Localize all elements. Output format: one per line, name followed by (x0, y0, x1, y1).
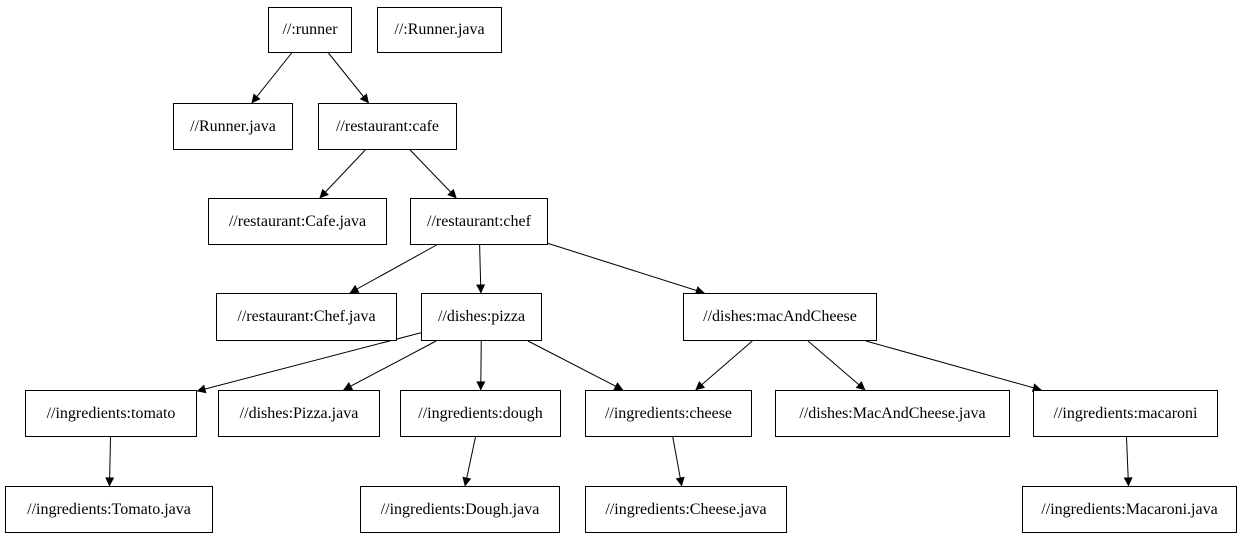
node-root-runner-java: //:Runner.java (377, 7, 502, 53)
node-dough: //ingredients:dough (400, 390, 561, 437)
edge-chef-to-pizza (476, 244, 486, 294)
edge-tomato-to-tomato-java (105, 436, 115, 487)
node-label-macandcheese-java: //dishes:MacAndCheese.java (799, 404, 986, 422)
edge-macandcheese-to-macandcheese-java (807, 340, 866, 391)
node-cafe: //restaurant:cafe (318, 103, 457, 150)
node-label-cafe-java: //restaurant:Cafe.java (228, 212, 367, 230)
edge-pizza-to-dough (476, 340, 486, 391)
edge-dough-to-dough-java (462, 436, 476, 487)
edge-cafe-to-chef (409, 149, 457, 199)
node-label-root-runner-java: //:Runner.java (394, 21, 485, 38)
node-pizza-java: //dishes:Pizza.java (218, 390, 380, 437)
node-label-macandcheese: //dishes:macAndCheese (703, 308, 857, 325)
node-label-cheese-java: //ingredients:Cheese.java (605, 500, 767, 518)
node-macaroni: //ingredients:macaroni (1033, 390, 1218, 437)
node-label-macaroni: //ingredients:macaroni (1053, 404, 1198, 422)
node-label-tomato: //ingredients:tomato (46, 404, 176, 422)
node-label-dough: //ingredients:dough (418, 404, 543, 422)
edge-macandcheese-to-macaroni (865, 340, 1042, 393)
node-macandcheese: //dishes:macAndCheese (683, 293, 877, 341)
node-label-pizza-java: //dishes:Pizza.java (239, 404, 359, 422)
edge-macandcheese-to-cheese (695, 340, 753, 391)
edge-chef-to-macandcheese (547, 242, 705, 295)
edge-macaroni-to-macaroni-java (1123, 436, 1133, 487)
node-label-macaroni-java: //ingredients:Macaroni.java (1041, 500, 1218, 518)
node-label-cheese: //ingredients:cheese (604, 404, 733, 422)
node-chef: //restaurant:chef (410, 198, 548, 245)
edge-pizza-to-pizza-java (343, 340, 437, 391)
node-runner: //:runner (268, 7, 352, 53)
node-macaroni-java: //ingredients:Macaroni.java (1022, 486, 1237, 533)
node-cafe-java: //restaurant:Cafe.java (208, 198, 387, 245)
node-label-runner: //:runner (282, 21, 338, 38)
node-label-tomato-java: //ingredients:Tomato.java (27, 500, 191, 518)
edge-cheese-to-cheese-java (672, 436, 685, 487)
edge-chef-to-chef-java (349, 244, 437, 294)
edge-runner-to-cafe (328, 52, 370, 104)
node-label-dough-java: //ingredients:Dough.java (380, 500, 540, 518)
node-cheese: //ingredients:cheese (585, 390, 752, 437)
edge-pizza-to-tomato (196, 332, 422, 394)
node-label-chef-java: //restaurant:Chef.java (237, 308, 376, 325)
node-label-chef: //restaurant:chef (427, 212, 531, 230)
node-label-pizza: //dishes:pizza (437, 308, 526, 325)
node-label-runner-java: //Runner.java (190, 117, 276, 135)
node-macandcheese-java: //dishes:MacAndCheese.java (775, 390, 1010, 437)
edge-pizza-to-cheese (527, 340, 624, 391)
node-pizza: //dishes:pizza (421, 293, 542, 341)
edge-runner-to-runner-java (251, 52, 293, 104)
edge-cafe-to-cafe-java (319, 149, 366, 199)
node-label-cafe: //restaurant:cafe (335, 117, 440, 135)
node-chef-java: //restaurant:Chef.java (216, 293, 397, 341)
node-cheese-java: //ingredients:Cheese.java (585, 486, 787, 533)
node-dough-java: //ingredients:Dough.java (360, 486, 560, 533)
node-tomato: //ingredients:tomato (25, 390, 197, 437)
node-tomato-java: //ingredients:Tomato.java (5, 486, 213, 533)
node-runner-java: //Runner.java (173, 103, 293, 150)
